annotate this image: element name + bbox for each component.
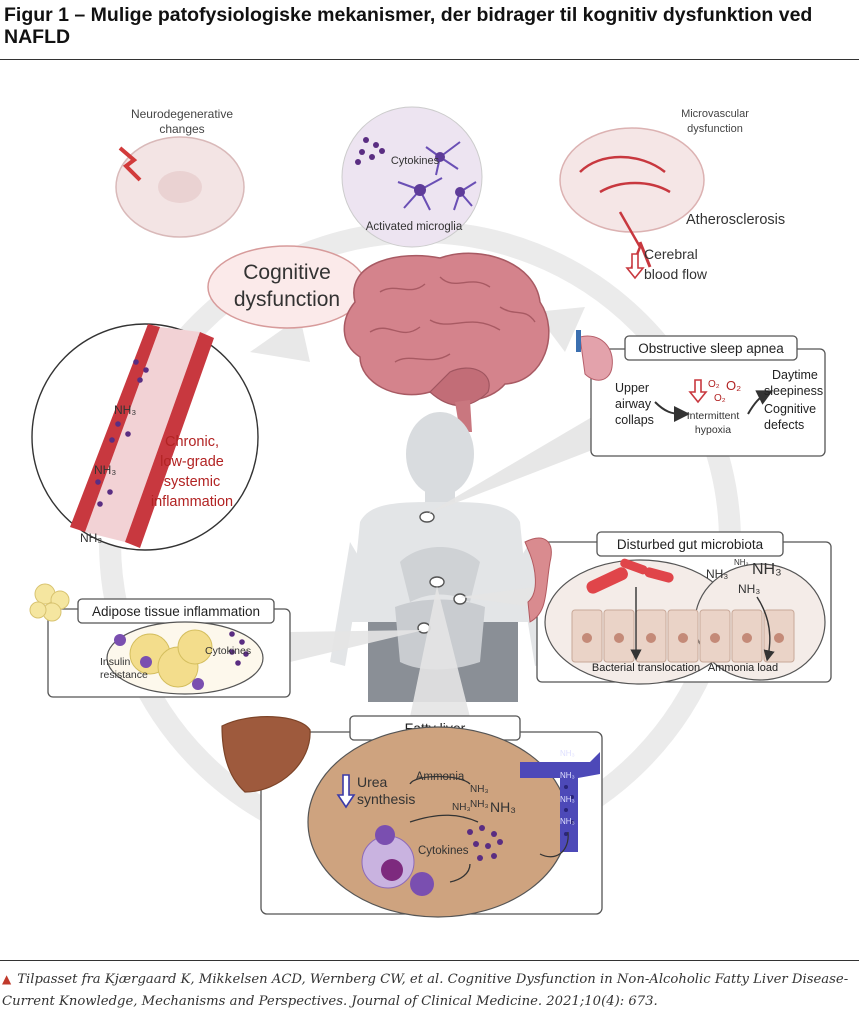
microglia-label: Activated microglia [366, 221, 463, 233]
decrease-arrow-icon [625, 253, 645, 280]
arrow-to-sleepiness [747, 390, 774, 415]
inflammation-line-1: Chronic, [165, 434, 219, 450]
lightning-icon [118, 146, 142, 182]
colon-icon [524, 537, 552, 623]
liver-nh3-2: NH₃ [452, 802, 471, 813]
central-brain [343, 252, 550, 432]
sleep-apnea-panel: Obstructive sleep apnea Upper airway col… [576, 330, 826, 457]
gut-nh2: NH₂ [734, 558, 749, 567]
lung-target [419, 511, 435, 523]
o2-label-1: O₂ [708, 379, 720, 390]
daytime-2: sleepiness [764, 384, 823, 398]
gut-target [453, 593, 467, 605]
gut-microbiota-panel: Disturbed gut microbiota NH₃ NH₂ NH₃ NH₃… [524, 531, 832, 685]
daytime-1: Daytime [772, 368, 818, 382]
gut-nh3-2: NH₃ [752, 561, 782, 578]
cone-adipose [290, 630, 424, 662]
title-rule [0, 59, 859, 60]
bacteria-2 [620, 558, 648, 575]
arrow-to-hypoxia [654, 401, 690, 422]
nafld-diagram: Neurodegenerative changes Cytokines Acti… [29, 106, 832, 918]
microvascular-label-1: Microvascular [681, 108, 749, 120]
vessel-nh3-3: NH₃ [80, 531, 102, 545]
vein-nh3-4: NH₃ [560, 817, 575, 826]
inflammation-line-2: low-grade [160, 454, 224, 470]
liver-nh3-4: NH₃ [490, 799, 516, 815]
neuro-label-1: Neurodegenerative [131, 107, 233, 121]
cbf-label-2: blood flow [644, 266, 708, 282]
insulin-resistance-2: resistance [100, 669, 148, 681]
daytime-3: Cognitive [764, 402, 816, 416]
inflammation-line-3: systemic [164, 474, 220, 490]
sleep-apnea-title: Obstructive sleep apnea [638, 341, 784, 356]
gut-title: Disturbed gut microbiota [617, 537, 764, 552]
adipose-cytokines: Cytokines [205, 645, 251, 657]
vein-nh3-2: NH₃ [560, 771, 575, 780]
o2-label-3: O₂ [714, 393, 726, 404]
insulin-resistance-1: Insulin [100, 656, 131, 668]
cognitive-dysfunction-bubble: Cognitive dysfunction [207, 245, 367, 329]
neurodegenerative-brain: Neurodegenerative changes [115, 107, 245, 238]
adipose-panel: Adipose tissue inflammation Cytokines In… [29, 583, 291, 698]
liver-target [429, 576, 445, 588]
inflammation-circle: NH₃ NH₃ NH₃ Chronic, low-grade systemic … [31, 323, 259, 551]
cognitive-line-1: Cognitive [243, 261, 331, 284]
caption-text: Tilpasset fra Kjærgaard K, Mikkelsen ACD… [2, 972, 849, 1009]
ammonia-load: Ammonia load [708, 662, 778, 674]
cbf-label-1: Cerebral [644, 246, 698, 262]
hypoxia-2: hypoxia [695, 424, 731, 436]
atherosclerosis-label: Atherosclerosis [686, 212, 785, 228]
vessel-nh3-2: NH₃ [94, 463, 116, 477]
cone-liver [410, 586, 470, 717]
liver-nh3-1: NH₃ [470, 784, 489, 795]
o2-decrease-icon [688, 379, 708, 404]
caption-triangle-icon: ▲ [2, 972, 12, 986]
figure-caption: ▲Tilpasset fra Kjærgaard K, Mikkelsen AC… [2, 968, 852, 1013]
caption-rule [0, 960, 859, 961]
adipose-title: Adipose tissue inflammation [92, 604, 260, 619]
vessel-nh3-1: NH₃ [114, 403, 136, 417]
microvascular-label-2: dysfunction [687, 123, 743, 135]
liver-cytokines: Cytokines [418, 845, 469, 857]
liver-icon [221, 716, 311, 793]
daytime-4: defects [764, 418, 804, 432]
fatty-liver-panel: Fatty liver Urea synthesis Ammonia NH₃ N… [221, 715, 603, 918]
neuro-label-2: changes [159, 122, 204, 136]
cone-sleep [427, 417, 600, 514]
bacteria-1 [586, 567, 628, 594]
fat-cells-icon [29, 583, 70, 622]
microvascular-brain: Microvascular dysfunction Atherosclerosi… [559, 108, 785, 282]
upper-airway-1: Upper [615, 381, 649, 395]
bacteria-3 [644, 567, 674, 583]
urea-line-2: synthesis [357, 791, 415, 807]
gut-nh3-1: NH₃ [706, 567, 728, 581]
microglia-cytokines: Cytokines [391, 155, 440, 167]
urea-line-1: Urea [357, 774, 388, 790]
gut-nh3-3: NH₃ [738, 582, 760, 596]
o2-label-2: O₂ [726, 378, 741, 393]
upper-airway-3: collaps [615, 413, 654, 427]
liver-nh3-3: NH₃ [470, 799, 489, 810]
figure-title: Figur 1 – Mulige patofysiologiske mekani… [4, 4, 813, 48]
portal-vein: NH₃ NH₃ NH₃ NH₃ [520, 749, 600, 858]
bacterial-translocation: Bacterial translocation [592, 662, 700, 674]
inflammation-line-4: inflammation [151, 494, 233, 510]
urea-decrease-icon [336, 774, 356, 809]
microglia-circle: Cytokines Activated microglia [341, 106, 483, 248]
hypoxia-1: Intermittent [687, 410, 740, 422]
vein-nh3-3: NH₃ [560, 795, 575, 804]
cognitive-line-2: dysfunction [234, 288, 340, 311]
vein-nh3-1: NH₃ [560, 749, 575, 758]
airway-icon [579, 335, 613, 381]
human-silhouette [330, 412, 550, 702]
upper-airway-2: airway [615, 397, 652, 411]
